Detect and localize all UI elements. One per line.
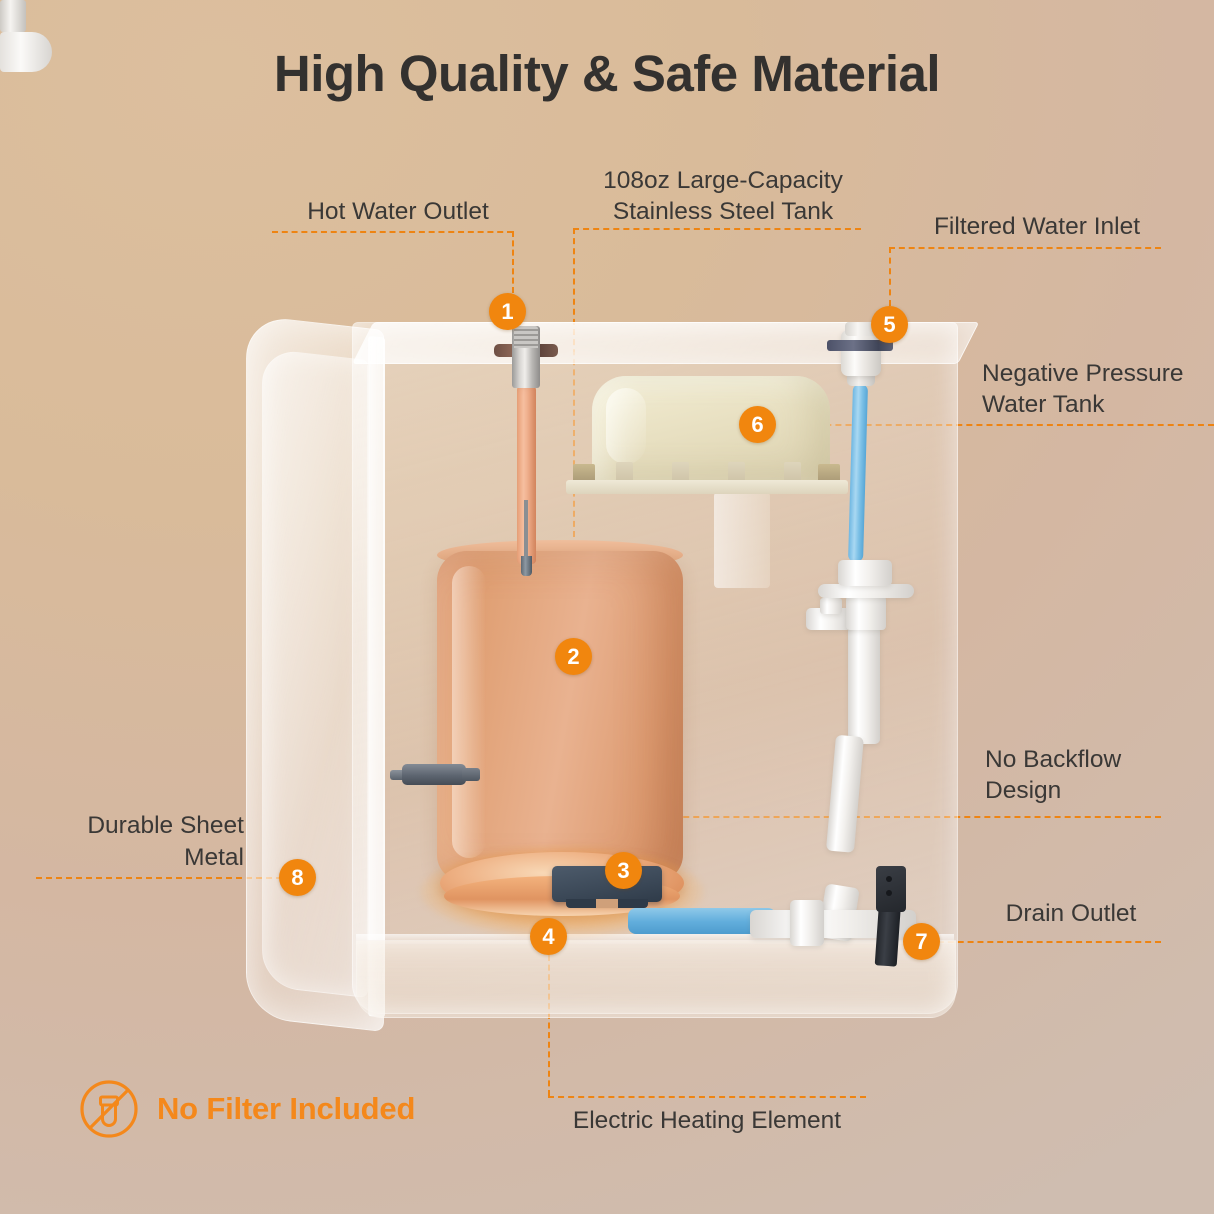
leader-line-8-horizontal [36,877,282,879]
leader-line-5-horizontal [889,247,1161,249]
thermostat-notch [596,899,618,908]
callout-label-5: Filtered Water Inlet [933,213,1141,240]
tank-probe-tip [390,770,406,780]
tank-mount-bolt [573,464,595,483]
callout-badge-4[interactable]: 4 [530,918,567,955]
no-filter-icon [80,1080,138,1138]
callout-badge-3[interactable]: 3 [605,852,642,889]
callout-label-8: Durable Sheet Metal [87,812,244,871]
housing-floor-edge [356,934,954,944]
check-valve-flange [818,584,914,598]
leader-line-1-horizontal [272,231,513,233]
hot-water-tube [517,386,536,564]
housing-frame-rib [368,336,385,1018]
plumbing-downpipe-upper [848,626,880,744]
callout-badge-2-number: 2 [567,643,580,669]
leader-line-1-vertical [512,231,514,293]
drain-nut [0,0,26,32]
callout-label-6: Negative Pressure Water Tank [982,360,1184,418]
callout-badge-6[interactable]: 6 [739,406,776,443]
leader-line-7-horizontal [938,941,1161,943]
check-valve-collar [838,560,892,586]
hot-water-tube-tip [521,556,532,576]
callout-badge-1-number: 1 [501,298,514,324]
housing-floor [356,940,956,1018]
tank-temperature-probe [402,764,466,785]
check-valve-body [846,596,886,630]
page-title: High Quality & Safe Material [273,45,941,102]
callout-badge-6-number: 6 [751,411,764,437]
filtered-water-inlet-fitting [841,330,881,376]
callout-badge-8-number: 8 [291,864,304,890]
negative-pressure-tank-highlight [606,388,646,464]
leader-line-3-horizontal [623,816,1161,818]
callout-badge-7[interactable]: 7 [903,923,940,960]
lever-hole [886,876,892,882]
leader-line-5-vertical [889,247,891,306]
callout-badge-8[interactable]: 8 [279,859,316,896]
tank-foot [728,462,745,484]
callout-label-7: Drain Outlet [1005,900,1137,927]
tank-probe-nose [462,768,480,781]
no-filter-badge: No Filter Included [78,1078,415,1140]
leader-line-6-horizontal [775,424,1214,426]
leader-line-4-vertical [548,955,550,1096]
leader-line-4-horizontal [548,1096,866,1098]
hot-tank-highlight [452,566,486,858]
drain-outlet-nozzle [0,32,52,72]
drain-tee [790,900,824,946]
callout-badge-5-number: 5 [883,311,896,337]
leader-line-2-vertical [573,228,575,638]
hot-water-probe-needle [524,500,528,562]
callout-label-2: 108oz Large-Capacity Stainless Steel Tan… [603,167,843,225]
drain-lever-plate [876,866,906,912]
tank-foot [616,462,633,484]
lever-hole [886,890,892,896]
callout-label-4: Electric Heating Element [572,1107,842,1134]
plumbing-side-stub [820,598,842,614]
inlet-locking-clip [827,340,893,351]
callout-badge-2[interactable]: 2 [555,638,592,675]
callout-label-1: Hot Water Outlet [307,198,489,225]
negative-pressure-tank-neck [714,492,770,588]
tank-foot [784,462,801,484]
callout-badge-1[interactable]: 1 [489,293,526,330]
negative-pressure-tank-base-plate [566,480,848,494]
callout-badge-3-number: 3 [617,857,630,883]
tank-mount-bolt [818,464,840,483]
tank-foot [672,462,689,484]
callout-badge-4-number: 4 [542,923,555,949]
hot-water-outlet-threads [514,326,538,348]
callout-badge-5[interactable]: 5 [871,306,908,343]
callout-label-3: No Backflow Design [985,746,1122,804]
callout-badge-7-number: 7 [915,928,928,954]
no-filter-label: No Filter Included [157,1091,416,1126]
leader-line-2-horizontal [573,228,861,230]
inlet-cap [845,322,877,336]
